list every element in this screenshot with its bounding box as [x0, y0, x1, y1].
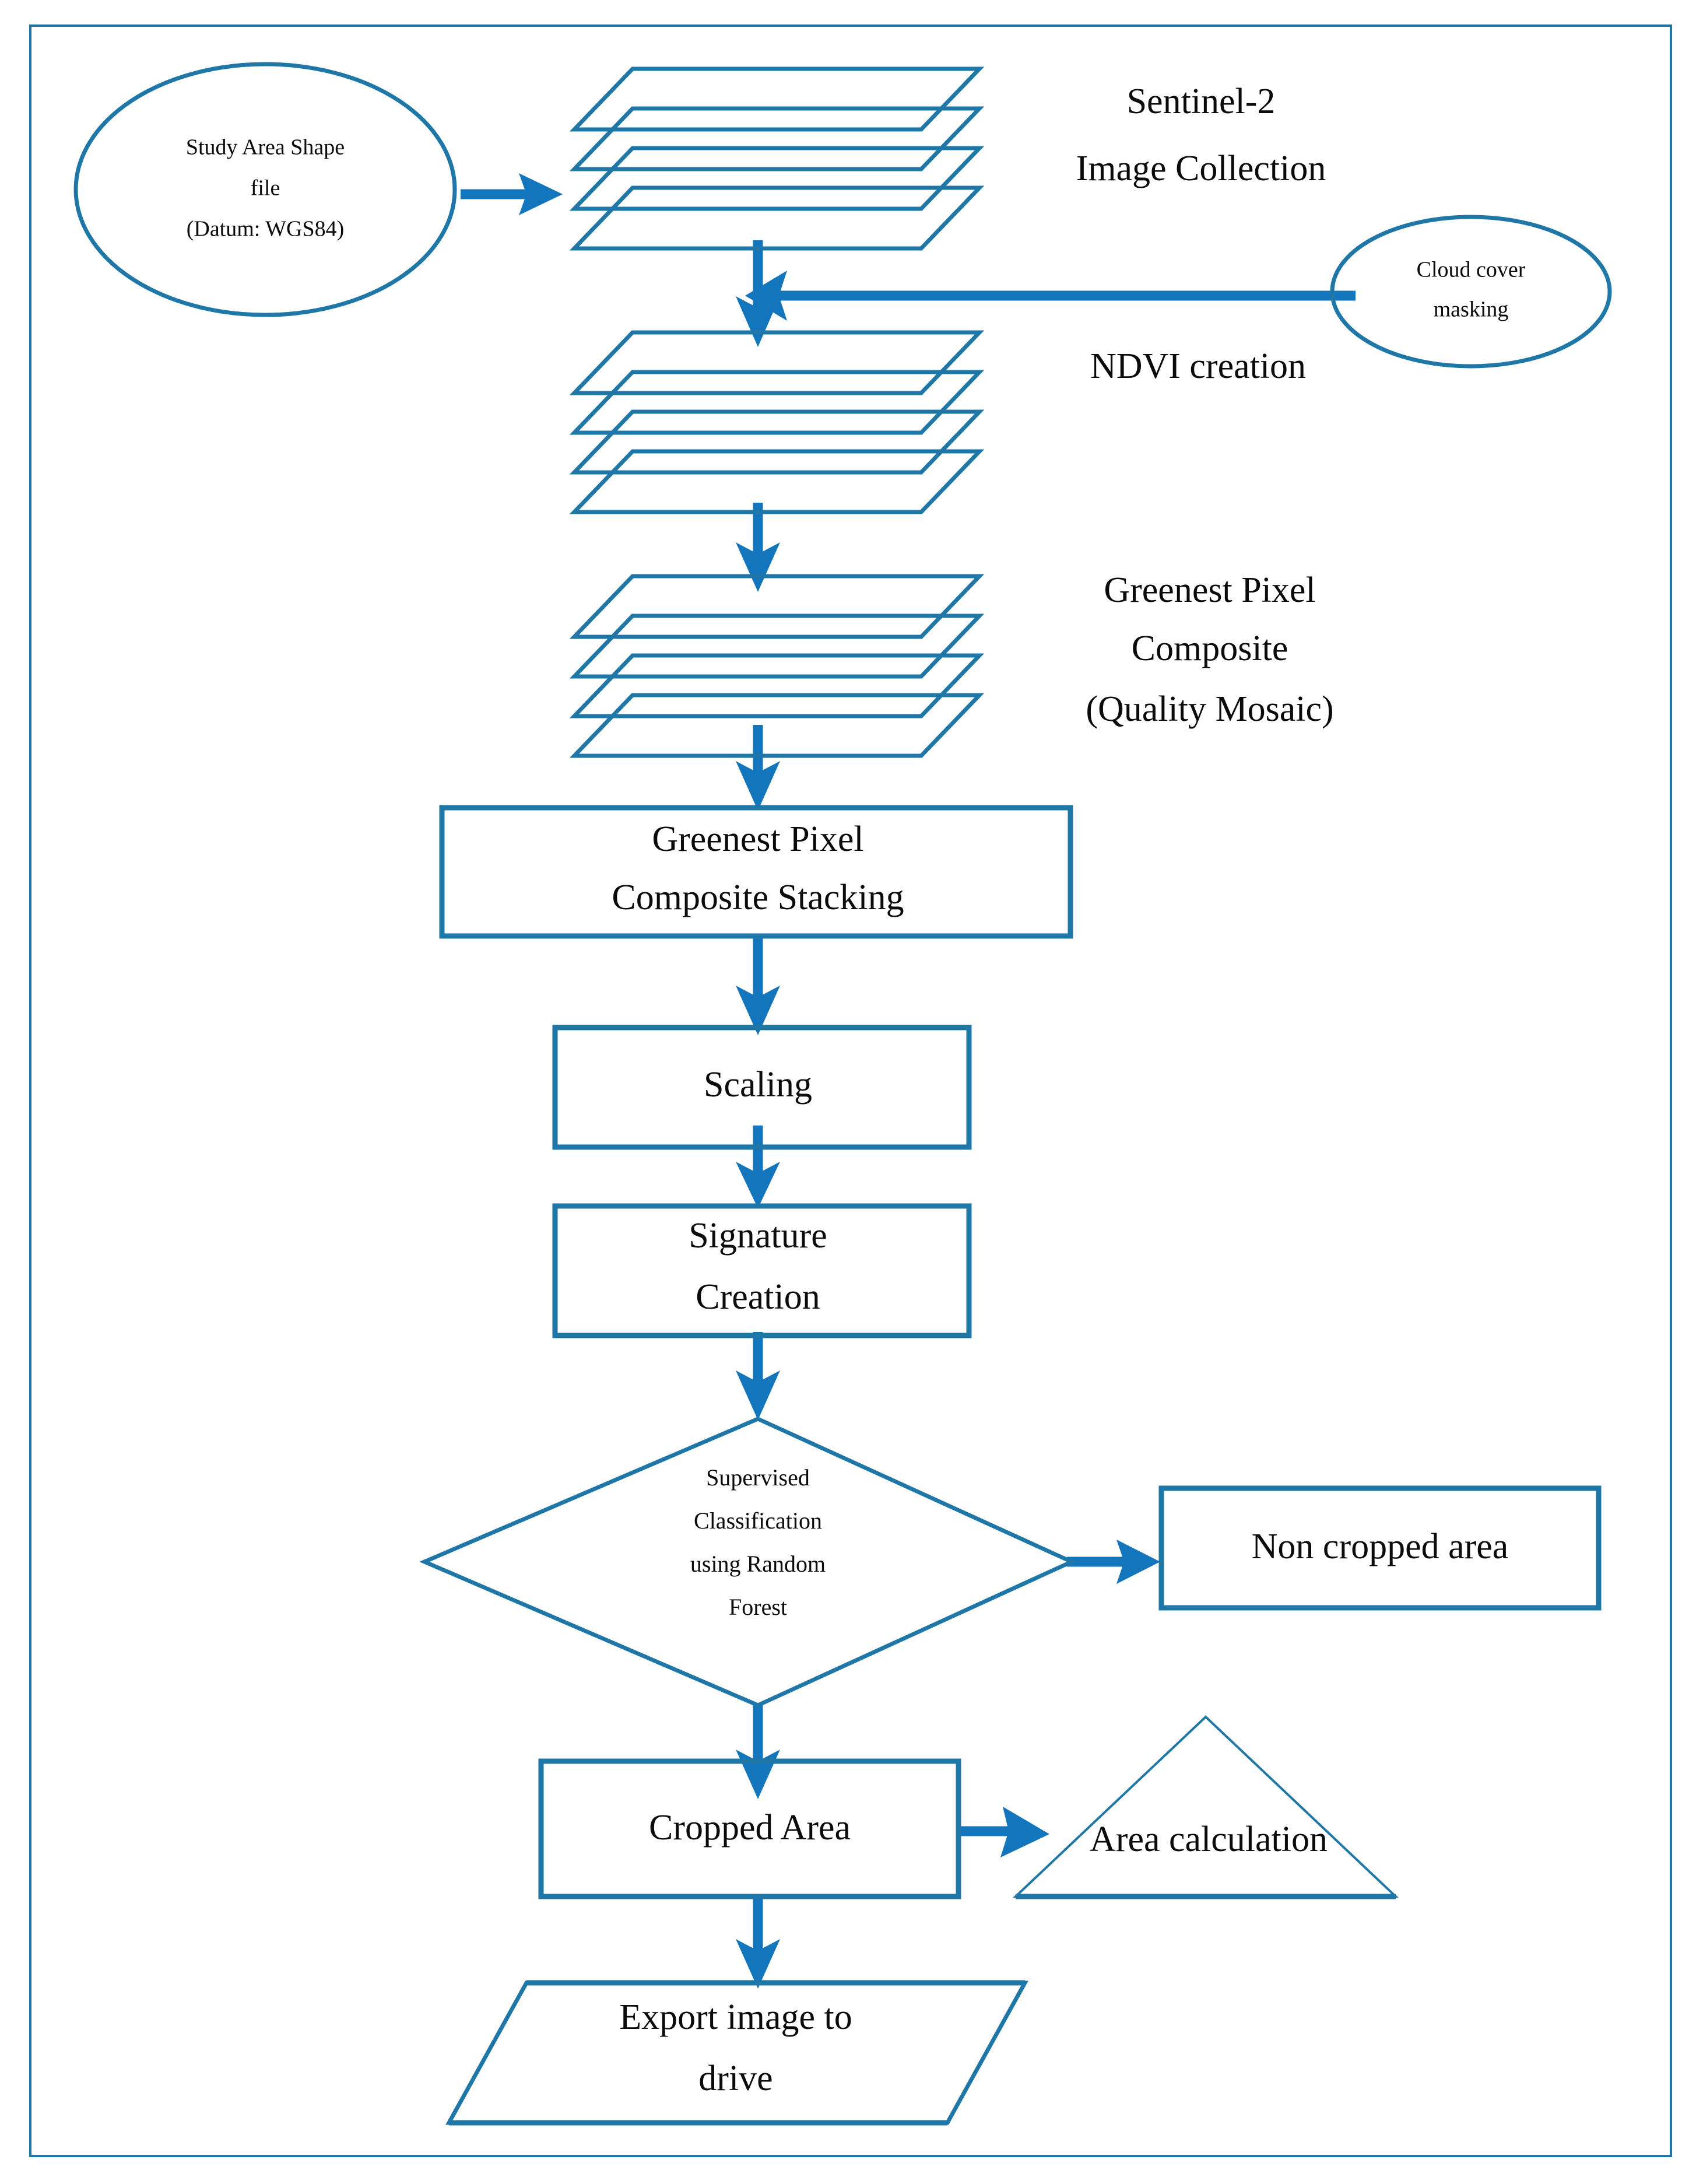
node-signature-creation[interactable]: Signature Creation — [552, 1203, 972, 1338]
edge-cloudmask-to-pipeline — [745, 271, 1356, 321]
node-greenest-pixel-composite-stack[interactable] — [569, 574, 985, 758]
export-image-line-1: Export image to — [619, 1997, 852, 2037]
classification-line-3: using Random — [690, 1551, 826, 1577]
edge-scaling-to-signature — [736, 1126, 780, 1208]
study-area-line-2: file — [251, 176, 280, 201]
edge-signature-to-classification — [736, 1332, 780, 1420]
sentinel-label-line-1: Sentinel-2 — [1127, 82, 1276, 121]
node-export-image[interactable]: Export image to drive — [445, 1980, 1028, 2126]
composite-stacking-line-2: Composite Stacking — [612, 878, 904, 917]
area-calculation-label: Area calculation — [1090, 1820, 1328, 1859]
edge-cropped-to-areacalc — [959, 1807, 1049, 1857]
signature-creation-line-1: Signature — [689, 1216, 827, 1256]
classification-line-1: Supervised — [706, 1464, 810, 1491]
sentinel-label-line-2: Image Collection — [1076, 149, 1326, 188]
node-non-cropped-area[interactable]: Non cropped area — [1158, 1485, 1602, 1611]
edge-classification-to-noncropped — [1067, 1540, 1160, 1584]
edge-study-area-to-sentinel — [461, 173, 563, 215]
node-supervised-classification[interactable]: Supervised Classification using Random F… — [419, 1417, 1077, 1708]
composite-stacking-line-1: Greenest Pixel — [652, 819, 863, 859]
outer-frame — [29, 24, 1672, 2157]
export-image-line-2: drive — [698, 2059, 772, 2098]
study-area-line-1: Study Area Shape — [186, 135, 345, 160]
edge-greenest-to-stacking — [736, 725, 780, 811]
edge-ndvi-to-greenest — [736, 503, 780, 592]
signature-creation-line-2: Creation — [696, 1277, 820, 1317]
node-sentinel-image-collection-stack[interactable] — [569, 66, 985, 251]
edge-classification-to-cropped — [736, 1703, 780, 1799]
node-ndvi-creation-label: NDVI creation — [1090, 346, 1306, 386]
node-cloud-cover-masking[interactable]: Cloud cover masking — [1330, 215, 1612, 369]
classification-line-4: Forest — [729, 1594, 787, 1620]
greenest-label-line-1: Greenest Pixel — [1104, 570, 1315, 610]
edge-cropped-to-export — [736, 1898, 780, 1989]
node-composite-stacking[interactable]: Greenest Pixel Composite Stacking — [439, 805, 1073, 939]
scaling-label: Scaling — [704, 1065, 812, 1105]
node-study-area[interactable]: Study Area Shape file (Datum: WGS84) — [73, 62, 457, 317]
node-ndvi-creation-stack[interactable] — [569, 330, 985, 514]
cloud-mask-line-1: Cloud cover — [1417, 258, 1526, 282]
edge-stacking-to-scaling — [736, 938, 780, 1035]
ndvi-label: NDVI creation — [1090, 346, 1306, 386]
greenest-label-line-3: (Quality Mosaic) — [1086, 689, 1333, 729]
study-area-line-3: (Datum: WGS84) — [187, 217, 345, 241]
classification-line-2: Classification — [694, 1508, 822, 1534]
node-sentinel-image-collection-label: Sentinel-2 Image Collection — [1076, 82, 1326, 188]
node-cropped-area[interactable]: Cropped Area — [538, 1758, 961, 1899]
cropped-area-label: Cropped Area — [649, 1808, 851, 1848]
non-cropped-area-label: Non cropped area — [1252, 1527, 1509, 1566]
node-scaling[interactable]: Scaling — [552, 1025, 972, 1150]
node-area-calculation[interactable]: Area calculation — [1012, 1715, 1399, 1899]
cloud-mask-line-2: masking — [1434, 297, 1509, 322]
node-greenest-pixel-composite-label: Greenest Pixel Composite (Quality Mosaic… — [1086, 570, 1333, 729]
greenest-label-line-2: Composite — [1132, 629, 1288, 668]
